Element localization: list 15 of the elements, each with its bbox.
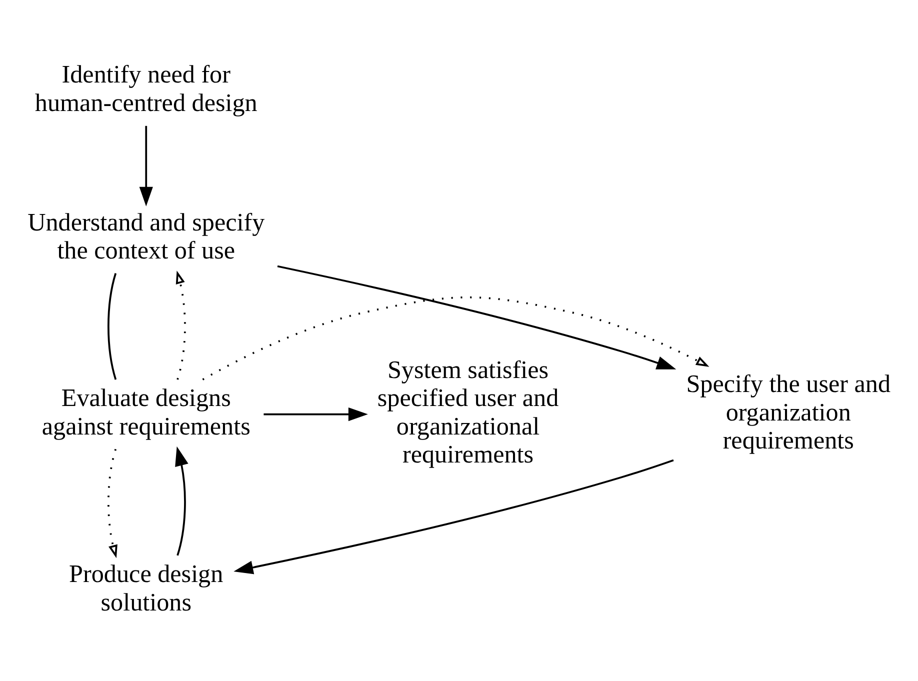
- arrow: [175, 446, 188, 556]
- node-text: Understand and specify the context of use: [28, 209, 265, 265]
- node-text: Evaluate designs against requirements: [42, 385, 250, 440]
- arrow: [202, 296, 710, 380]
- node-text: Specify the user and organization requirements: [686, 371, 891, 455]
- node-text: System satisfies specified user and organizational requirements: [377, 356, 559, 469]
- arrow: [108, 448, 118, 558]
- node-text: Produce design solutions: [69, 561, 224, 616]
- arrow: [264, 407, 368, 422]
- arrow: [139, 126, 153, 206]
- node-text: Identify need for human-centred design: [34, 62, 258, 117]
- connector: [108, 273, 117, 380]
- arrow: [176, 270, 186, 380]
- arrow: [277, 265, 676, 370]
- arrow: [234, 459, 674, 574]
